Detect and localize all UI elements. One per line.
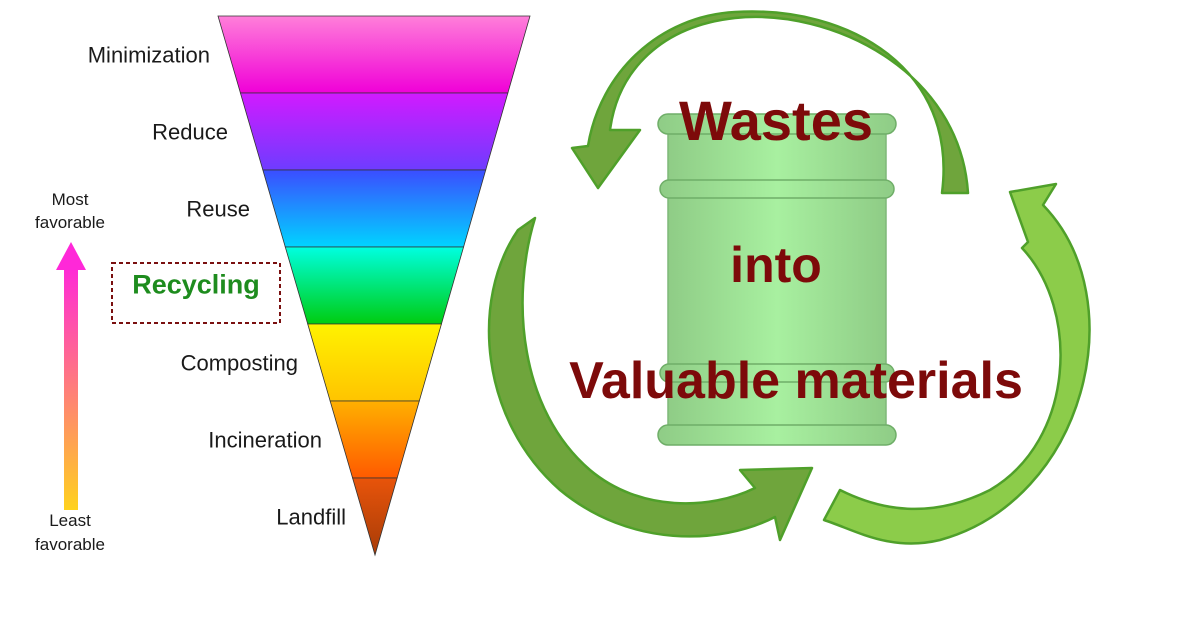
hierarchy-band-reduce xyxy=(239,92,509,171)
hierarchy-label-reduce: Reduce xyxy=(152,120,228,145)
barrel-rib-lower xyxy=(659,363,895,383)
hierarchy-label-incineration: Incineration xyxy=(208,428,322,453)
most-favorable-label-1: Most xyxy=(52,190,89,209)
barrel-rim-bottom xyxy=(657,424,897,446)
recycling-highlight-box xyxy=(111,262,281,324)
cycle-arrow-right xyxy=(822,182,1091,545)
hierarchy-band-recycling xyxy=(284,246,465,325)
hierarchy-band-landfill xyxy=(352,477,398,557)
barrel-rim-top xyxy=(657,113,897,135)
valuable-materials-text: Valuable materials xyxy=(569,352,1023,410)
hierarchy-label-minimization: Minimization xyxy=(88,43,210,68)
hierarchy-label-recycling: Recycling xyxy=(132,270,260,300)
hierarchy-label-landfill: Landfill xyxy=(276,505,346,530)
hierarchy-band-incineration xyxy=(329,400,420,479)
barrel xyxy=(657,113,897,446)
hierarchy-label-composting: Composting xyxy=(181,351,298,376)
wastes-text: Wastes xyxy=(679,89,873,152)
barrel-rib-upper xyxy=(659,179,895,199)
most-favorable-label-2: favorable xyxy=(35,213,105,232)
least-favorable-label-2: favorable xyxy=(35,535,105,554)
hierarchy-band-minimization xyxy=(217,15,531,94)
favorability-arrow-shaft xyxy=(64,266,78,510)
waste-hierarchy-pyramid: MinimizationReduceReuseRecyclingComposti… xyxy=(88,15,531,557)
barrel-body xyxy=(667,124,887,438)
favorability-arrow-head xyxy=(56,242,86,270)
recycle-cycle xyxy=(487,10,1091,545)
hierarchy-label-reuse: Reuse xyxy=(186,197,250,222)
cycle-arrow-top xyxy=(570,10,970,195)
least-favorable-label-1: Least xyxy=(49,511,91,530)
favorability-scale: Most favorable Least favorable xyxy=(35,190,105,554)
hierarchy-band-reuse xyxy=(262,169,487,248)
hierarchy-band-composting xyxy=(307,323,442,402)
into-text: into xyxy=(730,237,822,293)
cycle-arrow-left xyxy=(487,216,814,542)
